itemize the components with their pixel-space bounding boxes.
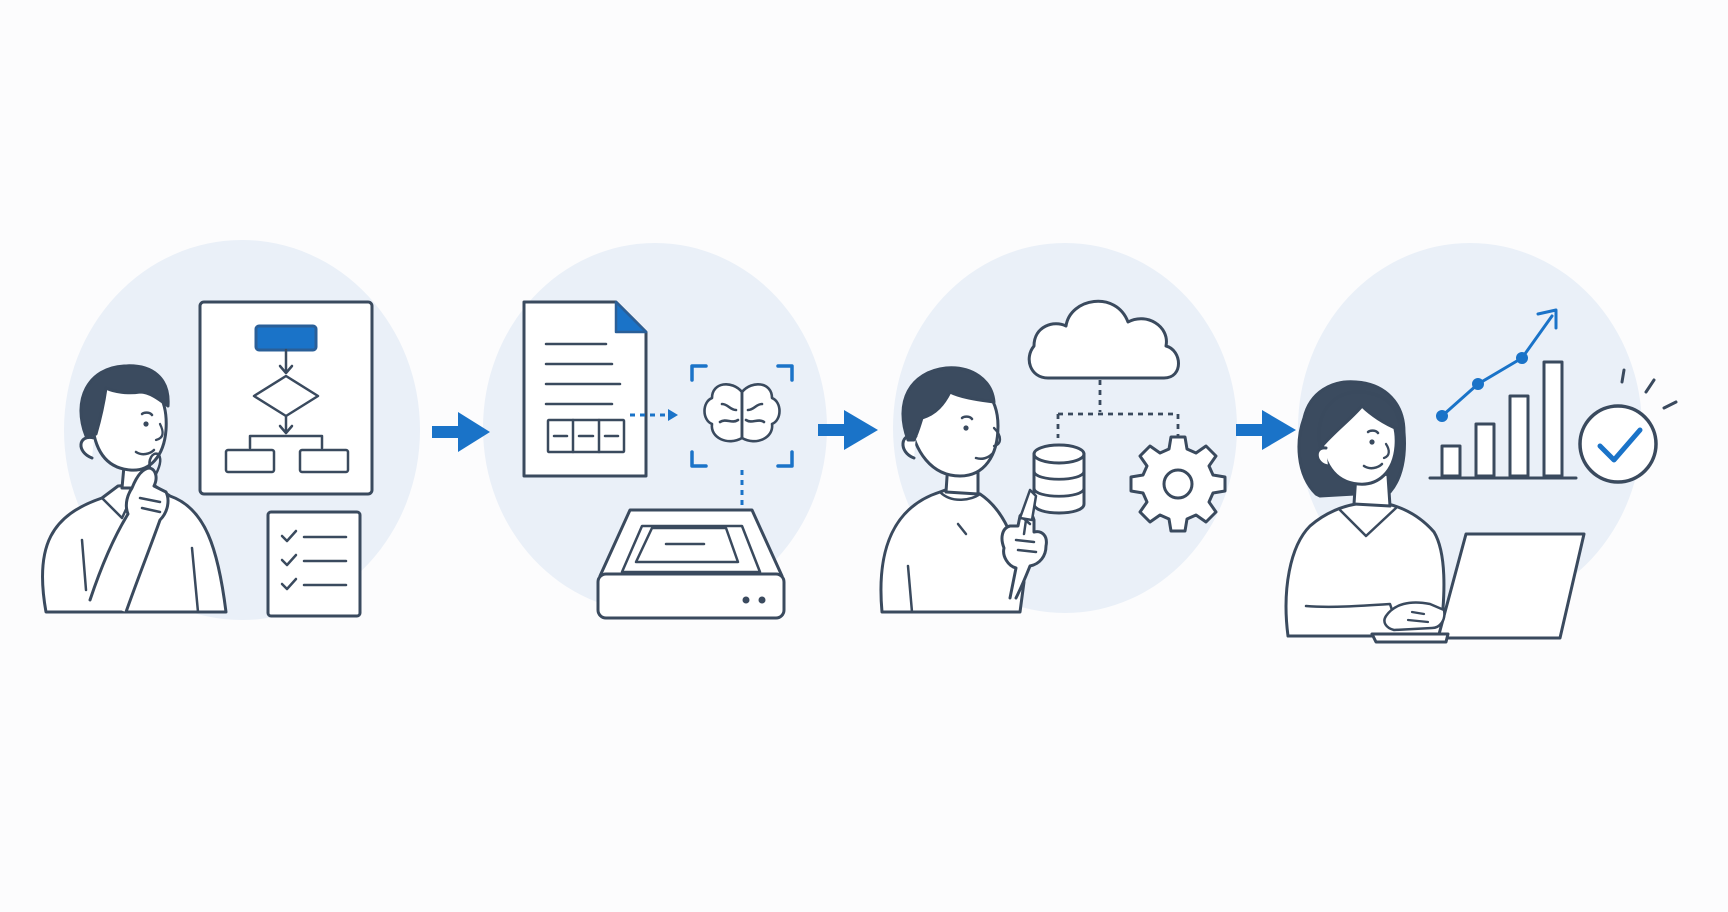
doc-to-ai-connector bbox=[630, 409, 678, 421]
arrow-right-icon bbox=[1236, 410, 1296, 450]
document-icon bbox=[522, 300, 648, 478]
man-thinking bbox=[41, 364, 228, 614]
gear-icon bbox=[1129, 435, 1227, 533]
woman-laptop bbox=[1284, 380, 1586, 644]
man-thinking-hair bbox=[79, 364, 170, 438]
arrow-right-icon bbox=[818, 410, 878, 450]
stage-integrate bbox=[879, 299, 1227, 614]
man-pointing bbox=[879, 366, 1048, 614]
arrow-right-icon bbox=[432, 412, 490, 452]
growth-chart-icon bbox=[1428, 308, 1578, 480]
laptop-icon bbox=[1370, 532, 1586, 644]
woman-hands bbox=[1383, 601, 1446, 632]
flowchart-icon bbox=[198, 300, 374, 496]
checklist-icon bbox=[266, 510, 362, 618]
stage-results bbox=[1284, 308, 1678, 644]
cloud-icon bbox=[1027, 299, 1180, 380]
man-pointing-hair bbox=[901, 366, 996, 442]
ai-brain-icon bbox=[690, 364, 794, 468]
scanner-icon bbox=[596, 508, 786, 620]
check-badge-icon bbox=[1578, 368, 1678, 484]
stage-plan bbox=[41, 300, 374, 618]
stage-capture bbox=[522, 300, 794, 620]
man-pointing-hand bbox=[1000, 511, 1048, 600]
database-icon bbox=[1032, 443, 1086, 515]
